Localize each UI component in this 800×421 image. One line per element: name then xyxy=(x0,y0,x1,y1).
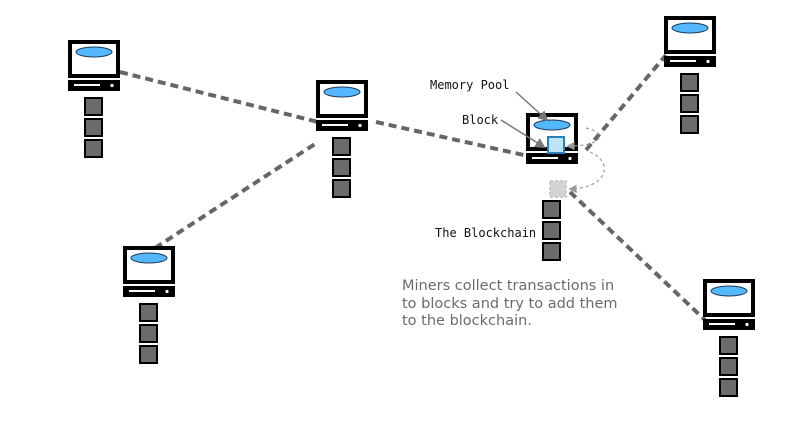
drive-slot-icon xyxy=(129,290,155,292)
chain-block-icon xyxy=(332,137,351,156)
chain-block-icon xyxy=(680,115,699,134)
pool-to-block-loop xyxy=(566,127,600,151)
computer-node-2 xyxy=(316,80,368,198)
chain-block-icon xyxy=(542,200,561,219)
monitor-icon xyxy=(68,40,120,78)
computer-nodes xyxy=(68,16,755,397)
chain-block-icon xyxy=(680,94,699,113)
screen-icon xyxy=(75,46,113,58)
chain-block-icon xyxy=(719,336,738,355)
screen-icon xyxy=(671,22,709,34)
annotations: Memory Pool Block The Blockchain xyxy=(430,78,549,240)
computer-node-1 xyxy=(68,40,120,158)
chain-block-icon xyxy=(332,158,351,177)
chain-block-icon xyxy=(84,97,103,116)
caption-line-3: to the blockchain. xyxy=(402,313,532,329)
power-light-icon xyxy=(358,123,362,128)
power-light-icon xyxy=(706,59,710,64)
block-to-chain-loop xyxy=(568,151,605,194)
memory-pool-arrow xyxy=(515,91,549,122)
connection-node4-node5 xyxy=(584,53,668,152)
drive-slot-icon xyxy=(532,157,558,159)
drive-slot-icon xyxy=(322,124,348,126)
screen-icon xyxy=(710,285,748,297)
caption-line-2: to blocks and try to add them xyxy=(402,295,618,312)
chain-block-icon xyxy=(139,324,158,343)
connection-node4-node6 xyxy=(568,190,707,322)
pending-chain-block xyxy=(549,180,567,198)
block-arrow xyxy=(500,119,546,149)
blockchain-label: The Blockchain xyxy=(435,226,536,240)
power-light-icon xyxy=(165,289,169,294)
connection-node1-node2 xyxy=(119,70,319,124)
chain-block-icon xyxy=(719,378,738,397)
caption-line-1: Miners collect transactions in xyxy=(402,278,615,294)
network-connections xyxy=(119,53,707,322)
new-block xyxy=(547,136,565,154)
chain-block-icon xyxy=(332,179,351,198)
chain-block-icon xyxy=(84,139,103,158)
screen-icon xyxy=(323,86,361,98)
chain-block-icon xyxy=(542,242,561,261)
screen-icon xyxy=(533,119,571,131)
power-light-icon xyxy=(568,156,572,161)
power-light-icon xyxy=(110,83,114,88)
diagram-caption: Miners collect transactions in to blocks… xyxy=(402,278,642,331)
chain-block-icon xyxy=(139,303,158,322)
block-label: Block xyxy=(462,113,499,127)
computer-node-5 xyxy=(664,16,716,134)
memory-pool-label: Memory Pool xyxy=(430,78,509,92)
connection-node2-node4 xyxy=(375,120,529,158)
screen-icon xyxy=(130,252,168,264)
mining-node-detail xyxy=(547,127,605,198)
computer-node-6 xyxy=(703,279,755,397)
drive-slot-icon xyxy=(709,323,735,325)
chain-block-icon xyxy=(139,345,158,364)
power-light-icon xyxy=(745,322,749,327)
connection-node2-node3 xyxy=(153,140,320,250)
chain-block-icon xyxy=(84,118,103,137)
chain-block-icon xyxy=(542,221,561,240)
chain-block-icon xyxy=(680,73,699,92)
drive-slot-icon xyxy=(670,60,696,62)
chain-block-icon xyxy=(719,357,738,376)
computer-node-3 xyxy=(123,246,175,364)
drive-slot-icon xyxy=(74,84,100,86)
